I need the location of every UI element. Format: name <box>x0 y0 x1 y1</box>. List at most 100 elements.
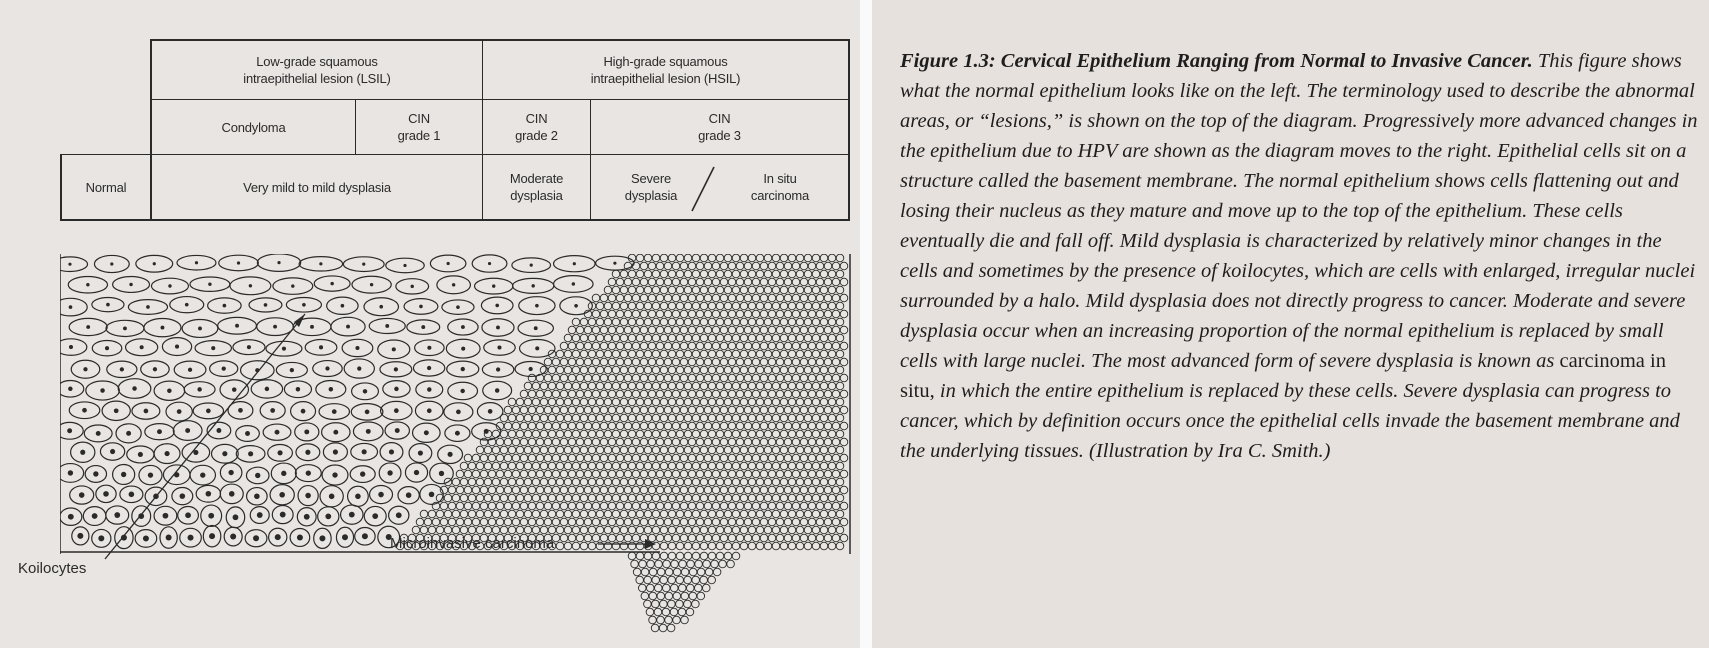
dysplastic-cell <box>620 462 628 470</box>
invasive-cell <box>644 552 652 560</box>
dysplastic-cell <box>624 470 632 478</box>
dysplastic-cell <box>732 350 740 358</box>
dysplastic-cell <box>528 438 536 446</box>
dysplastic-cell <box>680 486 688 494</box>
dysplastic-cell <box>800 486 808 494</box>
dysplastic-cell <box>680 310 688 318</box>
dysplastic-cell <box>716 318 724 326</box>
very-mild-cell: Very mild to mild dysplasia <box>152 155 482 219</box>
dysplastic-cell <box>660 446 668 454</box>
dysplastic-cell <box>664 470 672 478</box>
dysplastic-cell <box>732 334 740 342</box>
invasive-cell <box>652 552 660 560</box>
dysplastic-cell <box>568 486 576 494</box>
dysplastic-cell <box>760 278 768 286</box>
dysplastic-cell <box>808 406 816 414</box>
cell-nucleus <box>198 327 202 331</box>
dysplastic-cell <box>748 510 756 518</box>
dysplastic-cell <box>688 294 696 302</box>
dysplastic-cell <box>824 518 832 526</box>
dysplastic-cell <box>804 366 812 374</box>
dysplastic-cell <box>676 414 684 422</box>
dysplastic-cell <box>696 438 704 446</box>
dysplastic-cell <box>764 430 772 438</box>
dysplastic-cell <box>624 326 632 334</box>
dysplastic-cell <box>588 350 596 358</box>
dysplastic-cell <box>736 470 744 478</box>
dysplastic-cell <box>496 438 504 446</box>
dysplastic-cell <box>704 390 712 398</box>
dysplastic-cell <box>588 494 596 502</box>
dysplastic-cell <box>800 374 808 382</box>
dysplastic-cell <box>684 398 692 406</box>
dysplastic-cell <box>708 398 716 406</box>
dysplastic-cell <box>576 470 584 478</box>
dysplastic-cell <box>504 486 512 494</box>
dysplastic-cell <box>760 294 768 302</box>
dysplastic-cell <box>692 334 700 342</box>
dysplastic-cell <box>608 310 616 318</box>
dysplastic-cell <box>652 302 660 310</box>
dysplastic-cell <box>588 382 596 390</box>
dysplastic-cell <box>592 310 600 318</box>
dysplastic-cell <box>768 262 776 270</box>
dysplastic-cell <box>544 406 552 414</box>
dysplastic-cell <box>656 454 664 462</box>
dysplastic-cell <box>820 478 828 486</box>
cell-nucleus <box>488 409 493 414</box>
dysplastic-cell <box>728 294 736 302</box>
dysplastic-cell <box>740 398 748 406</box>
cell-nucleus <box>206 409 211 414</box>
dysplastic-cell <box>636 350 644 358</box>
dysplastic-cell <box>628 318 636 326</box>
dysplastic-cell <box>832 534 840 542</box>
dysplastic-cell <box>628 478 636 486</box>
dysplastic-cell <box>780 398 788 406</box>
dysplastic-cell <box>784 518 792 526</box>
dysplastic-cell <box>640 422 648 430</box>
invasive-cell <box>673 568 681 576</box>
dysplastic-cell <box>500 414 508 422</box>
dysplastic-cell <box>636 446 644 454</box>
dysplastic-cell <box>760 374 768 382</box>
dysplastic-cell <box>560 470 568 478</box>
dysplastic-cell <box>604 398 612 406</box>
cell-nucleus <box>329 494 335 500</box>
cell-nucleus <box>237 261 240 264</box>
dysplastic-cell <box>596 334 604 342</box>
dysplastic-cell <box>608 454 616 462</box>
cell-nucleus <box>429 492 435 498</box>
dysplastic-cell <box>552 374 560 382</box>
invasive-cell <box>638 584 646 592</box>
dysplastic-cell <box>628 494 636 502</box>
dysplastic-cell <box>544 438 552 446</box>
dysplastic-cell <box>832 374 840 382</box>
dysplastic-cell <box>620 478 628 486</box>
dysplastic-cell <box>684 526 692 534</box>
moderate-cell: Moderatedysplasia <box>483 155 590 219</box>
dysplastic-cell <box>780 350 788 358</box>
dysplastic-cell <box>632 358 640 366</box>
dysplastic-cell <box>620 414 628 422</box>
cell-nucleus <box>332 409 337 414</box>
dysplastic-cell <box>836 494 844 502</box>
dysplastic-cell <box>536 502 544 510</box>
dysplastic-cell <box>804 462 812 470</box>
dysplastic-cell <box>604 318 612 326</box>
invasive-cell <box>716 552 724 560</box>
dysplastic-cell <box>816 534 824 542</box>
dysplastic-cell <box>652 254 660 262</box>
cell-nucleus <box>378 492 384 498</box>
dysplastic-cell <box>756 318 764 326</box>
dysplastic-cell <box>632 374 640 382</box>
dysplastic-cell <box>836 430 844 438</box>
dysplastic-cell <box>496 518 504 526</box>
dysplastic-cell <box>564 478 572 486</box>
dysplastic-cell <box>832 406 840 414</box>
invasive-cell <box>667 624 675 632</box>
dysplastic-cell <box>744 326 752 334</box>
dysplastic-cell <box>744 406 752 414</box>
dysplastic-cell <box>416 518 424 526</box>
dysplastic-cell <box>580 494 588 502</box>
dysplastic-cell <box>716 542 724 550</box>
